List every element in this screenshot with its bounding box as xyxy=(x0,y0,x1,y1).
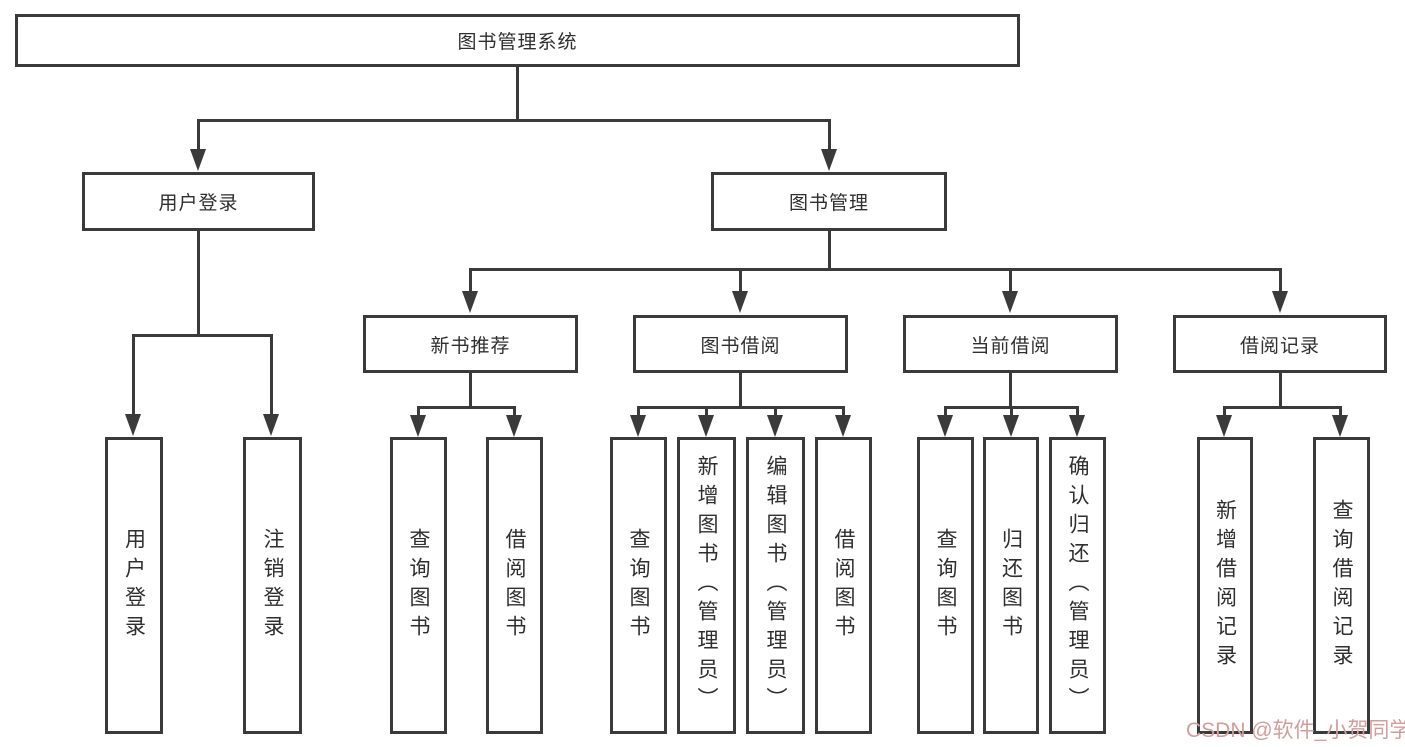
connector-shaft xyxy=(1223,406,1226,418)
node-label: 新书推荐 xyxy=(430,335,511,357)
arrow-down-icon xyxy=(190,149,206,171)
arrow-down-icon xyxy=(1069,415,1085,437)
connector-group-vertical xyxy=(469,373,472,409)
arrow-down-icon xyxy=(462,291,478,313)
leaf-add-borrow-record: 新增借阅记录 xyxy=(1197,437,1253,734)
node-book-borrowing: 图书借阅 xyxy=(633,315,848,373)
arrow-down-icon xyxy=(732,291,748,313)
connector-shaft xyxy=(828,119,831,151)
node-library-management-system: 图书管理系统 xyxy=(15,14,1020,67)
connector-shaft xyxy=(1009,268,1012,293)
node-label: 图书管理 xyxy=(788,193,869,214)
connector-shaft xyxy=(944,406,947,418)
connector-shaft xyxy=(637,406,640,418)
leaf-query-books: 查询图书 xyxy=(917,437,974,734)
arrow-down-icon xyxy=(630,415,646,437)
leaf-label: 查询图书 xyxy=(407,527,430,644)
node-label: 当前借阅 xyxy=(970,335,1051,357)
leaf-label: 借阅图书 xyxy=(832,527,855,644)
node-label: 图书借阅 xyxy=(700,335,781,357)
connector-shaft xyxy=(1010,406,1013,418)
leaf-query-books: 查询图书 xyxy=(610,437,667,734)
arrow-down-icon xyxy=(821,149,837,171)
arrow-down-icon xyxy=(263,414,279,436)
connector-shaft xyxy=(774,406,777,418)
arrow-down-icon xyxy=(767,415,783,437)
arrow-down-icon xyxy=(410,415,426,437)
arrow-down-icon xyxy=(125,414,141,436)
leaf-confirm-return-admin: 确认归还（管理员） xyxy=(1049,437,1106,734)
leaf-label: 归还图书 xyxy=(999,527,1023,644)
node-user-login: 用户登录 xyxy=(82,172,315,231)
connector-shaft xyxy=(197,119,200,151)
connector-shaft xyxy=(417,406,420,418)
node-label: 借阅记录 xyxy=(1239,335,1320,357)
leaf-label: 查询图书 xyxy=(627,527,650,644)
node-borrowing-records: 借阅记录 xyxy=(1173,315,1387,373)
arrow-down-icon xyxy=(1216,415,1232,437)
connector-book-mgmt-horizontal xyxy=(469,268,1281,271)
node-new-book-recommendation: 新书推荐 xyxy=(363,315,578,373)
connector-shaft xyxy=(842,406,845,418)
connector-group-horizontal xyxy=(1223,406,1342,409)
leaf-user-login: 用户登录 xyxy=(105,437,163,734)
connector-shaft xyxy=(1339,406,1342,418)
leaf-add-books-admin: 新增图书（管理员） xyxy=(677,437,736,734)
connector-user-login-horizontal xyxy=(132,334,273,337)
leaf-label: 确认归还（管理员） xyxy=(1066,455,1089,716)
connector-shaft xyxy=(705,406,708,418)
arrow-down-icon xyxy=(1003,415,1019,437)
arrow-down-icon xyxy=(937,415,953,437)
connector-shaft xyxy=(1076,406,1079,418)
leaf-label: 编辑图书（管理员） xyxy=(764,455,787,716)
leaf-label: 新增图书（管理员） xyxy=(695,455,718,716)
connector-book-mgmt-vertical xyxy=(828,231,831,270)
leaf-query-books: 查询图书 xyxy=(390,437,447,734)
arrow-down-icon xyxy=(1272,291,1288,313)
connector-shaft xyxy=(1279,268,1282,293)
leaf-borrow-books: 借阅图书 xyxy=(815,437,872,734)
leaf-label: 用户登录 xyxy=(122,527,146,644)
node-book-management: 图书管理 xyxy=(711,172,947,231)
connector-shaft xyxy=(513,406,516,418)
arrow-down-icon xyxy=(698,415,714,437)
node-label: 图书管理系统 xyxy=(457,32,578,53)
connector-shaft xyxy=(270,334,273,415)
leaf-label: 新增借阅记录 xyxy=(1213,498,1237,673)
connector-shaft xyxy=(739,268,742,293)
connector-user-login-vertical xyxy=(197,231,200,337)
connector-group-vertical xyxy=(1279,373,1282,409)
connector-group-horizontal xyxy=(637,406,845,409)
leaf-label: 注销登录 xyxy=(261,527,284,644)
leaf-query-borrow-record: 查询借阅记录 xyxy=(1313,437,1370,734)
node-label: 用户登录 xyxy=(158,193,239,214)
node-current-borrowing: 当前借阅 xyxy=(903,315,1118,373)
connector-root-vertical xyxy=(516,67,519,121)
leaf-logout: 注销登录 xyxy=(243,437,302,734)
arrow-down-icon xyxy=(506,415,522,437)
leaf-label: 查询图书 xyxy=(934,527,957,644)
connector-group-horizontal xyxy=(417,406,516,409)
connector-group-vertical xyxy=(1009,373,1012,409)
connector-group-vertical xyxy=(739,373,742,409)
connector-shaft xyxy=(469,268,472,293)
connector-root-horizontal xyxy=(197,119,831,122)
csdn-watermark: CSDN @软件_小贺同学 xyxy=(1186,719,1405,742)
leaf-edit-books-admin: 编辑图书（管理员） xyxy=(746,437,805,734)
arrow-down-icon xyxy=(835,415,851,437)
leaf-label: 借阅图书 xyxy=(503,527,526,644)
connector-shaft xyxy=(132,334,135,415)
leaf-return-books: 归还图书 xyxy=(983,437,1039,734)
arrow-down-icon xyxy=(1332,415,1348,437)
arrow-down-icon xyxy=(1002,291,1018,313)
leaf-borrow-books: 借阅图书 xyxy=(486,437,543,734)
leaf-label: 查询借阅记录 xyxy=(1330,498,1353,673)
